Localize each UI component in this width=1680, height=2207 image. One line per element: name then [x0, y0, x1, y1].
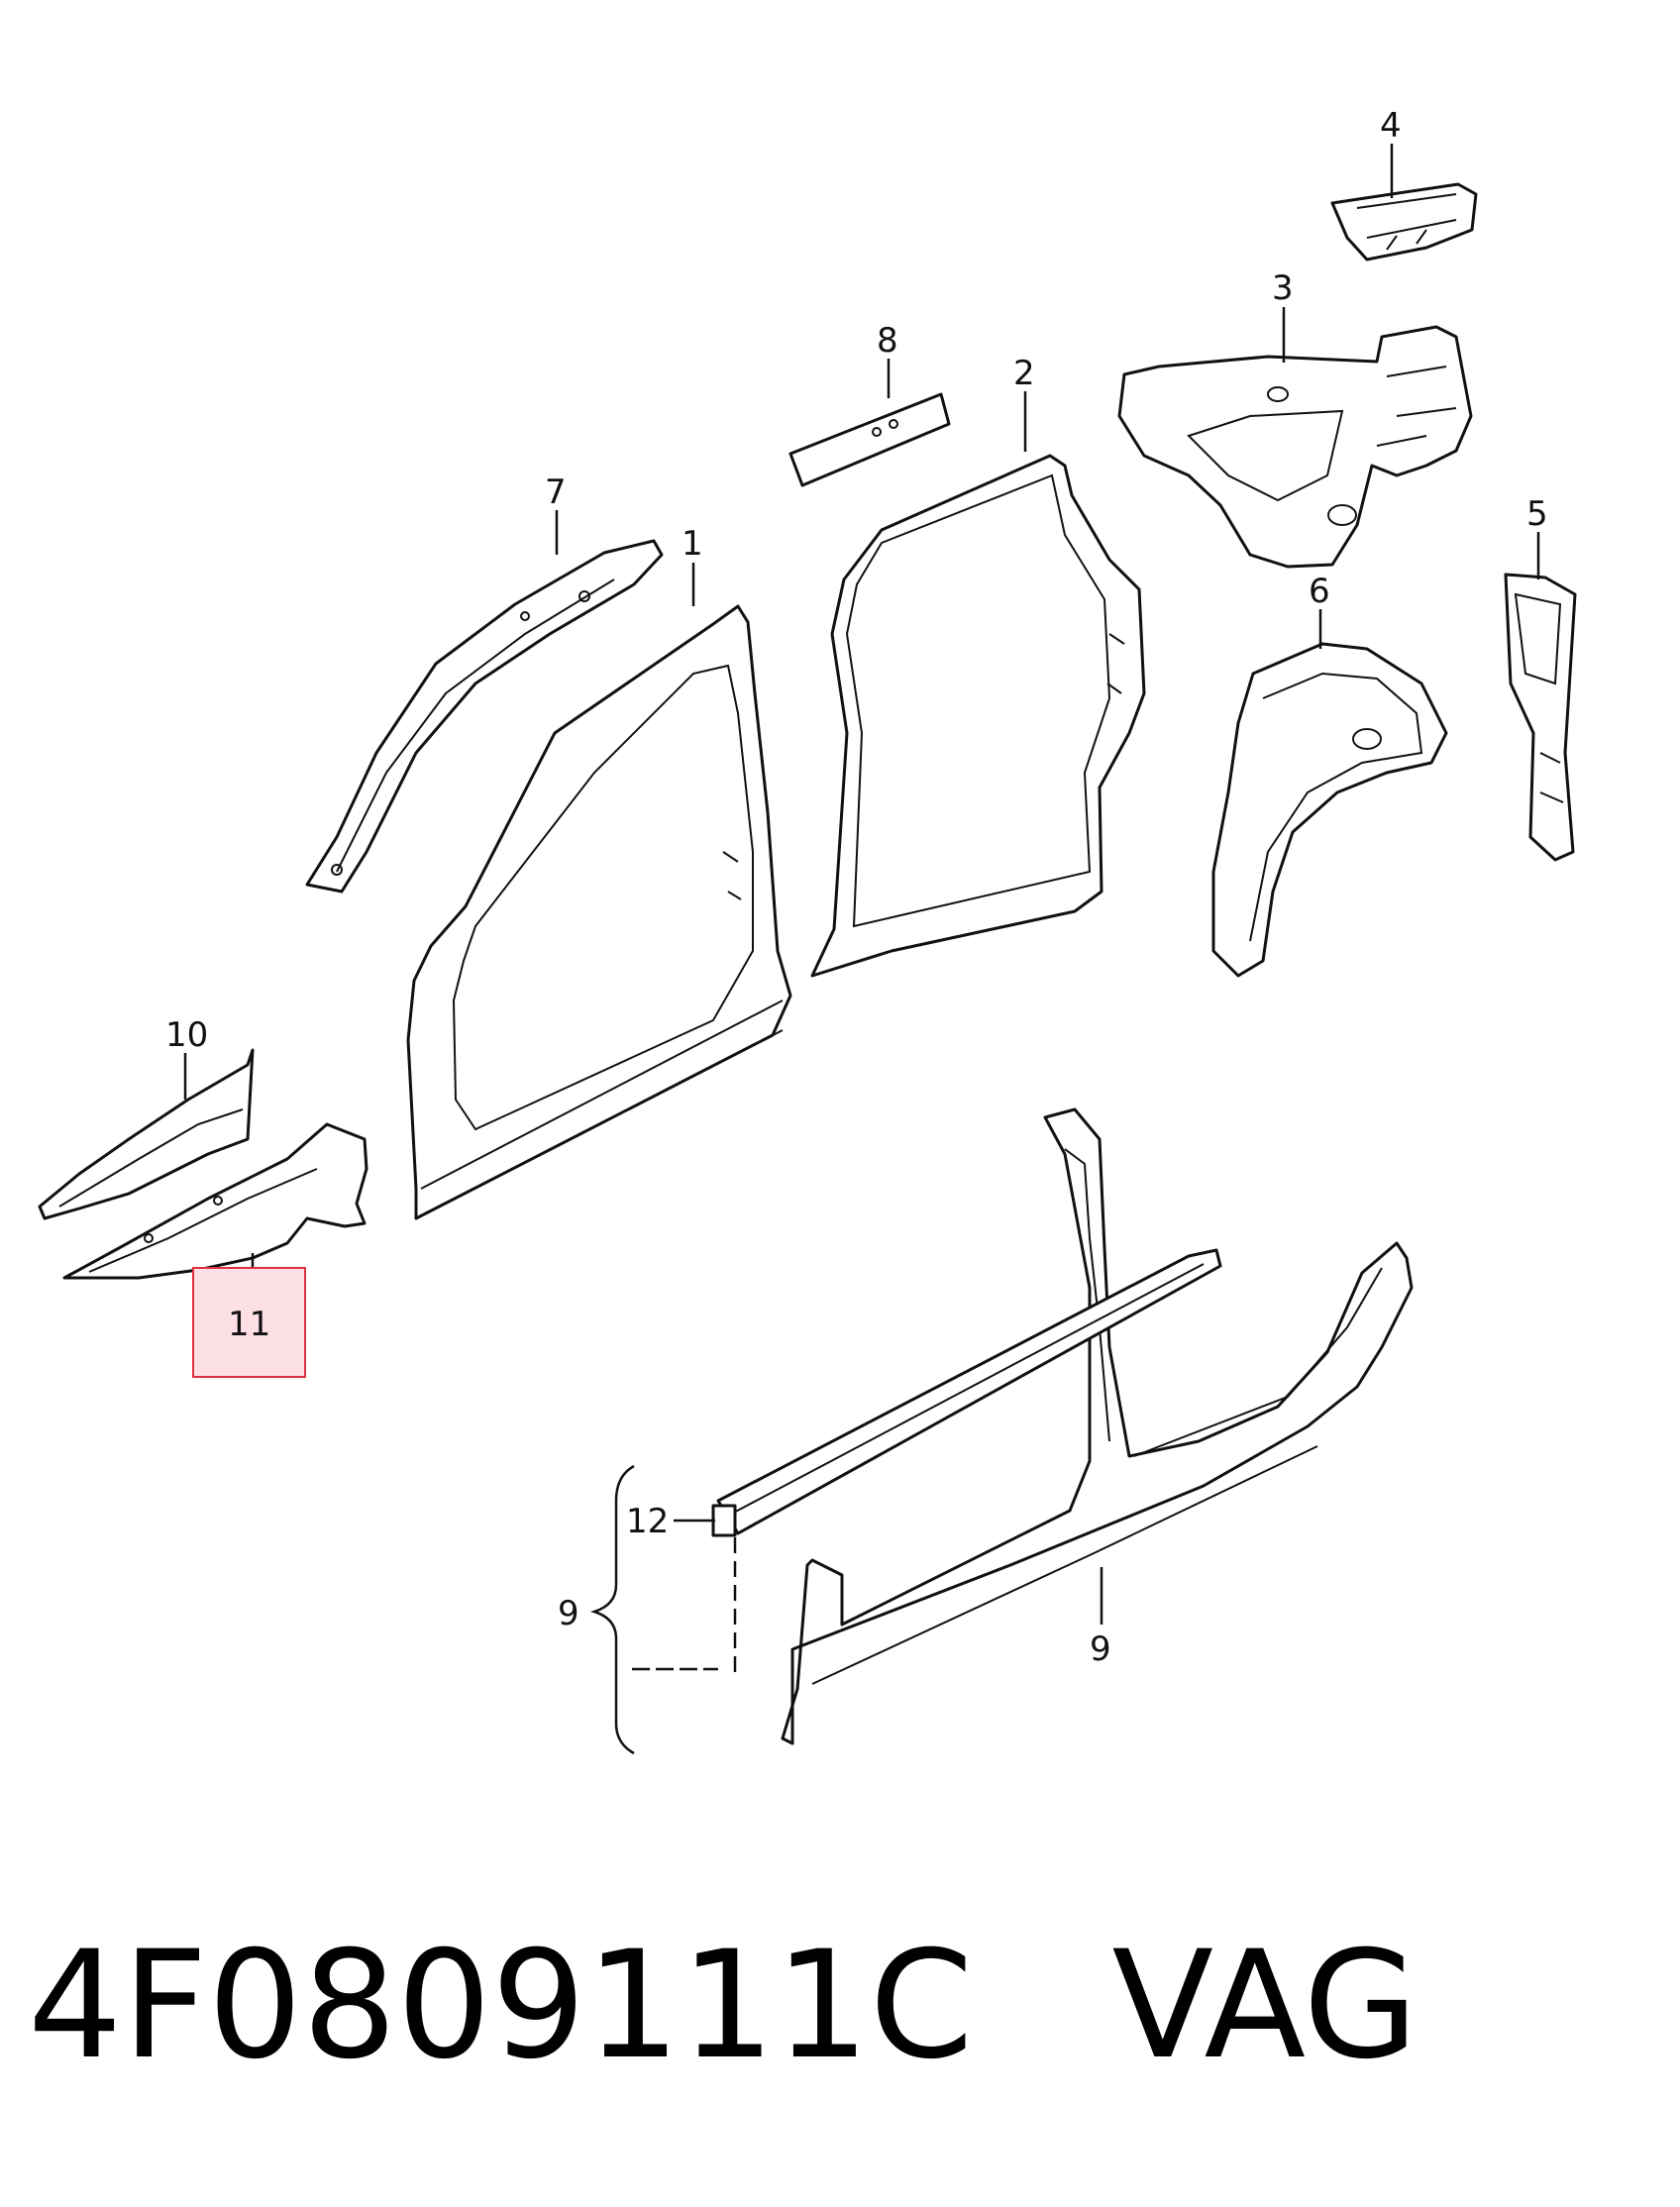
part-2: [810, 454, 1146, 978]
part-11: [62, 1122, 368, 1280]
callout-1: 1: [682, 524, 703, 564]
part-10: [38, 1048, 255, 1220]
part-number: 4F0809111C: [28, 1920, 974, 2092]
callout-8: 8: [877, 321, 898, 361]
part-7: [305, 539, 664, 893]
callout-4: 4: [1380, 106, 1402, 146]
callout-7: 7: [545, 473, 567, 512]
part-9: [711, 1107, 1414, 1745]
callout-5: 5: [1526, 494, 1548, 534]
callout-9-right: 9: [1090, 1629, 1111, 1669]
part-1: [406, 604, 792, 1220]
callout-2: 2: [1013, 354, 1035, 393]
callout-3: 3: [1272, 268, 1294, 308]
bracket-9: [589, 1464, 737, 1755]
callout-6: 6: [1309, 572, 1330, 611]
part-5: [1504, 573, 1577, 862]
callout-10: 10: [165, 1015, 208, 1055]
highlight-box-11: [192, 1267, 306, 1378]
callout-11: 11: [228, 1305, 270, 1344]
part-8: [788, 392, 951, 487]
vendor-name: VAG: [1111, 1920, 1418, 2092]
part-4: [1330, 182, 1478, 262]
callout-12: 12: [626, 1502, 669, 1541]
part-number-caption: 4F0809111C VAG: [28, 1922, 1652, 2090]
callout-9-left: 9: [558, 1594, 579, 1633]
part-3: [1117, 325, 1473, 569]
part-6: [1211, 642, 1448, 978]
